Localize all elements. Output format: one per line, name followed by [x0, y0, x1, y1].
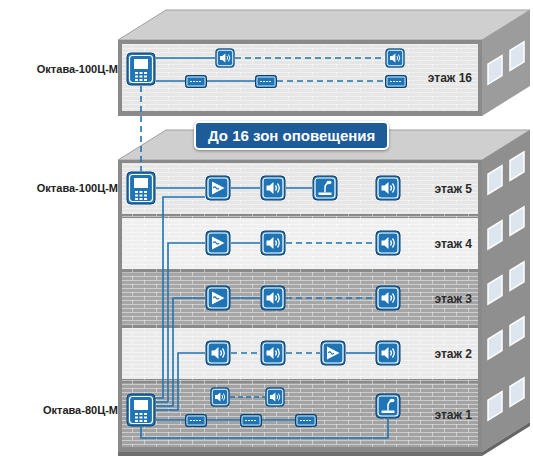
device-label: Октава-100Ц-М	[37, 63, 118, 75]
floor-band: этаж 4	[122, 218, 478, 269]
device-label: Октава-80Ц-М	[43, 404, 118, 416]
floor-label: этаж 2	[434, 347, 472, 361]
window	[488, 276, 502, 305]
controller-box: Октава-100Ц-М	[4, 52, 156, 86]
device-label: Октава-100Ц-М	[37, 182, 118, 194]
window	[510, 262, 524, 291]
floor-band: этаж 16Октава-100Ц-М	[122, 44, 478, 111]
controller-box: Октава-100Ц-М	[4, 171, 156, 205]
floor-band: этаж 5Октава-100Ц-М	[122, 163, 478, 214]
window	[488, 392, 502, 421]
window	[488, 221, 502, 250]
controller-icon	[126, 171, 156, 205]
window	[488, 166, 502, 195]
dashed-link	[140, 86, 142, 171]
floor-label: этаж 5	[434, 182, 472, 196]
floor-band: этаж 2	[122, 328, 478, 379]
floor-label: этаж 16	[428, 71, 472, 85]
floor-label: этаж 3	[434, 292, 472, 306]
banner-text: До 16 зон оповещения	[208, 127, 375, 144]
window	[488, 331, 502, 360]
window	[510, 207, 524, 236]
floor-label: этаж 4	[434, 237, 472, 251]
floor-band: этаж 3	[122, 273, 478, 324]
window	[510, 378, 524, 407]
window	[510, 317, 524, 346]
zone-banner: До 16 зон оповещения	[194, 121, 389, 150]
floor-band: этаж 1Октава-80Ц-М	[122, 383, 478, 447]
controller-icon	[126, 393, 156, 427]
floor-label: этаж 1	[434, 408, 472, 422]
window	[510, 42, 524, 71]
window	[488, 56, 502, 85]
controller-box: Октава-80Ц-М	[4, 393, 156, 427]
window	[510, 152, 524, 181]
controller-icon	[126, 52, 156, 86]
